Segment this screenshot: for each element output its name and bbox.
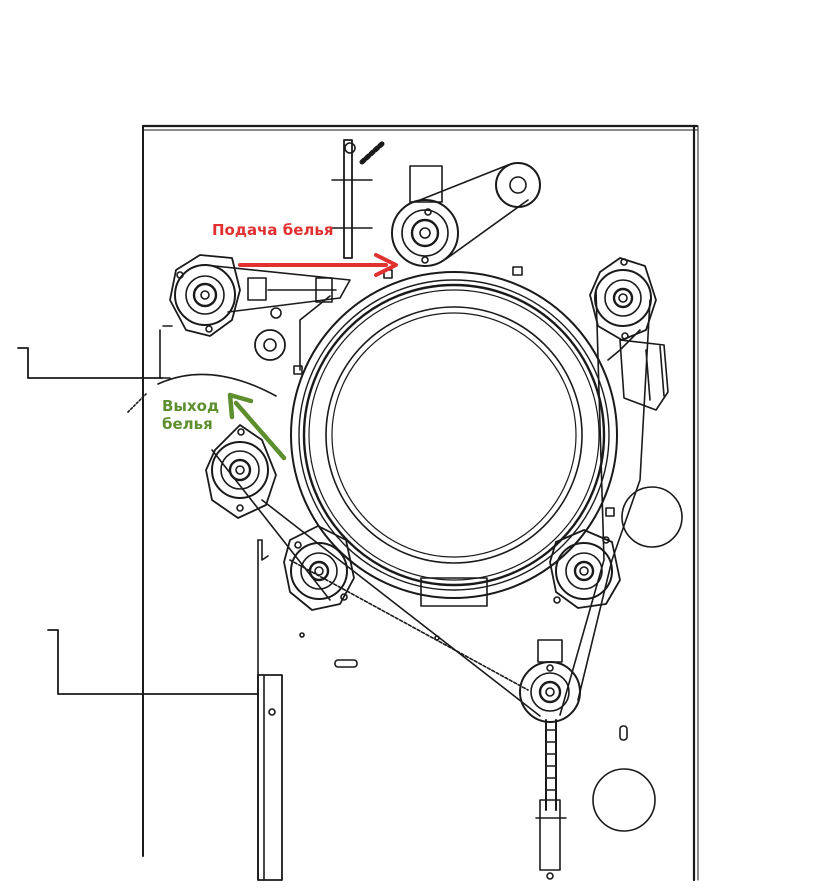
left-support-bar [17,325,277,413]
lower-support-post [47,539,283,881]
right-access-port [621,486,683,548]
feed-roller [391,162,541,267]
drive-pulley [519,639,581,880]
frame-details [299,632,628,741]
feed-label-text: Подача белья [212,221,334,239]
machine-frame [141,124,699,882]
lower-left-pulley [283,525,355,611]
lower-right-pulley [549,529,621,609]
right-upper-pulley [589,257,669,411]
ironing-drum [290,266,641,607]
drive-belt [211,289,651,717]
feed-guide-bracket [331,139,387,259]
exit-label: Выход белья [162,397,219,433]
exit-label-line1: Выход [162,397,220,415]
feed-arrow-icon [238,253,398,277]
exit-label-line2: белья [162,415,213,433]
feed-label: Подача белья [212,221,334,239]
lower-access-port [592,768,656,832]
exit-arrow-icon [227,392,287,461]
exit-roller [205,424,277,519]
left-upper-pulley [169,254,351,361]
